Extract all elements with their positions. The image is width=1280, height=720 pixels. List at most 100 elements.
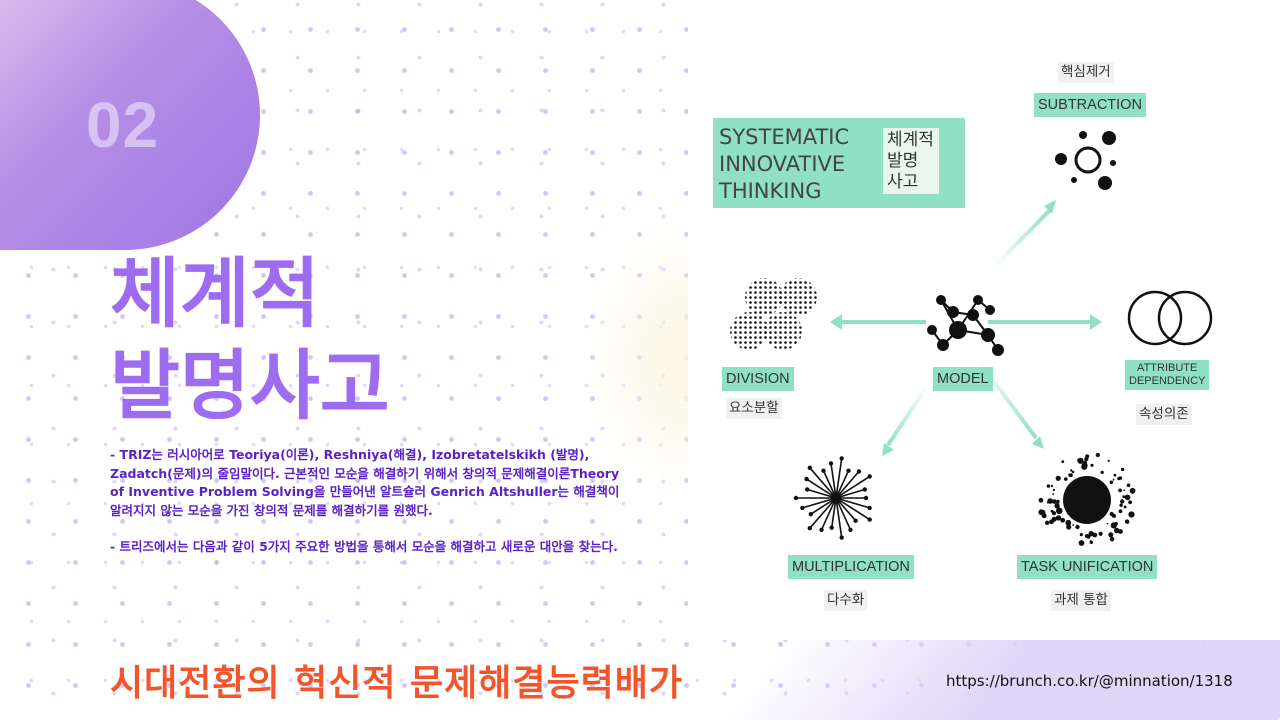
sit-heading-en-line-2: INNOVATIVE	[719, 152, 846, 176]
particle-dot	[1077, 457, 1084, 464]
attribute-korean-label: 속성의존	[1136, 404, 1192, 425]
sit-heading-en-line-1: SYSTEMATIC	[719, 125, 850, 149]
starburst-dot	[848, 527, 853, 532]
starburst-ray	[806, 478, 837, 499]
starburst-ray	[835, 458, 843, 499]
particle-dot	[1109, 536, 1115, 542]
sit-heading-en-line-3: THINKING	[719, 179, 822, 203]
attribute-dependency-icon	[1127, 290, 1213, 346]
particle-dot	[1114, 522, 1118, 526]
main-title-line-2: 발명사고	[110, 341, 390, 430]
particle-dot	[1065, 519, 1072, 526]
starburst-dot	[853, 518, 858, 523]
starburst-dot	[821, 468, 826, 473]
starburst-dot	[828, 461, 834, 466]
starburst-ray	[822, 470, 837, 499]
particle-dot	[1050, 484, 1054, 488]
particle-dot	[1070, 469, 1073, 472]
model-tag: MODEL	[933, 367, 993, 391]
arrow-to-attribute	[988, 314, 1102, 330]
particle-dot	[1071, 470, 1075, 474]
particle-dot	[1066, 524, 1072, 530]
starburst-ray	[835, 497, 852, 531]
sit-heading-ko-line-3: 사고	[887, 172, 919, 192]
multiplication-korean-label: 다수화	[824, 590, 868, 611]
starburst-dot	[800, 505, 805, 511]
subtraction-icon	[1055, 131, 1116, 190]
particle-dot	[1090, 463, 1094, 467]
sit-heading-ko-line-1: 체계적	[887, 130, 934, 150]
particle-dot	[1128, 511, 1135, 518]
particle-dot	[1120, 467, 1125, 472]
starburst-dot	[867, 474, 872, 479]
starburst-ray	[835, 497, 871, 521]
particle-dot	[1129, 487, 1136, 494]
division-halftone-icon	[730, 278, 817, 350]
starburst-ray	[810, 497, 837, 515]
starburst-dot	[839, 535, 844, 540]
particle-dot	[1118, 488, 1122, 493]
particle-dot	[1095, 452, 1100, 458]
attribute-tag-line-2: DEPENDENCY	[1129, 375, 1206, 387]
starburst-ray	[835, 470, 860, 499]
sit-heading-korean: 체계적 발명 사고	[883, 128, 939, 194]
particle-dot	[1072, 524, 1075, 526]
particle-dot	[1120, 499, 1125, 504]
particle-dot	[1068, 473, 1071, 477]
particle-dot	[1045, 520, 1050, 525]
particle-dot	[1123, 505, 1127, 509]
particle-dot	[1098, 531, 1103, 536]
particle-dot	[1092, 534, 1094, 537]
particle-dot	[1122, 495, 1126, 499]
particle-dot	[1090, 541, 1094, 544]
attribute-tag-line-1: ATTRIBUTE	[1137, 362, 1198, 374]
particle-dot	[1126, 520, 1130, 524]
particle-dot	[1119, 503, 1123, 507]
particle-dot	[1113, 515, 1116, 518]
body-paragraph-2: - 트리즈에서는 다음과 같이 5가지 주요한 방법을 통해서 모순을 해결하고…	[110, 539, 618, 554]
starburst-ray	[802, 497, 837, 509]
sit-heading-box: SYSTEMATIC INNOVATIVE THINKING 체계적 발명 사고	[713, 118, 965, 208]
sit-heading-ko-line-2: 발명	[887, 151, 919, 171]
sit-heading-english: SYSTEMATIC INNOVATIVE THINKING	[719, 124, 849, 205]
diagram-panel: SYSTEMATIC INNOVATIVE THINKING 체계적 발명 사고…	[688, 0, 1280, 640]
particle-dot	[1106, 522, 1109, 525]
starburst-dot	[808, 512, 813, 517]
starburst-ray	[806, 488, 837, 499]
model-network-icon	[927, 295, 1004, 356]
starburst-dot	[839, 456, 844, 461]
starburst-dot	[805, 487, 810, 492]
starburst-dot	[829, 525, 834, 530]
particle-dot	[1056, 500, 1060, 504]
subtraction-tag: SUBTRACTION	[1034, 93, 1146, 117]
particle-dot	[1061, 460, 1065, 463]
particle-dot	[1079, 533, 1083, 537]
starburst-ray	[809, 497, 837, 529]
starburst-ray	[835, 497, 843, 538]
arrow-to-subtraction	[991, 200, 1056, 270]
task-unification-icon	[1038, 452, 1136, 546]
multiplication-starburst-icon	[793, 456, 872, 540]
particle-dot	[1078, 540, 1085, 546]
particle-dot	[1126, 483, 1131, 488]
arrow-to-division	[830, 314, 926, 330]
particle-dot	[1112, 478, 1115, 481]
particle-dot	[1082, 460, 1088, 465]
division-tag: DIVISION	[722, 367, 794, 391]
particle-dot	[1084, 534, 1089, 538]
task-unification-tag: TASK UNIFICATION	[1017, 555, 1158, 579]
particle-dot	[1052, 499, 1057, 504]
starburst-dot	[867, 517, 872, 522]
particle-dot	[1085, 454, 1090, 459]
purple-corner-shape	[0, 0, 260, 250]
particle-dot	[1051, 516, 1057, 522]
starburst-dot	[793, 495, 799, 501]
particle-dot	[1113, 527, 1120, 534]
particle-dot	[1051, 511, 1057, 516]
main-title-line-1: 체계적	[110, 249, 320, 338]
particle-dot	[1108, 532, 1114, 538]
division-korean-label: 요소분할	[726, 398, 782, 419]
starburst-ray	[835, 497, 870, 509]
main-title: 체계적 발명사고	[110, 248, 390, 432]
starburst-ray	[835, 497, 857, 522]
